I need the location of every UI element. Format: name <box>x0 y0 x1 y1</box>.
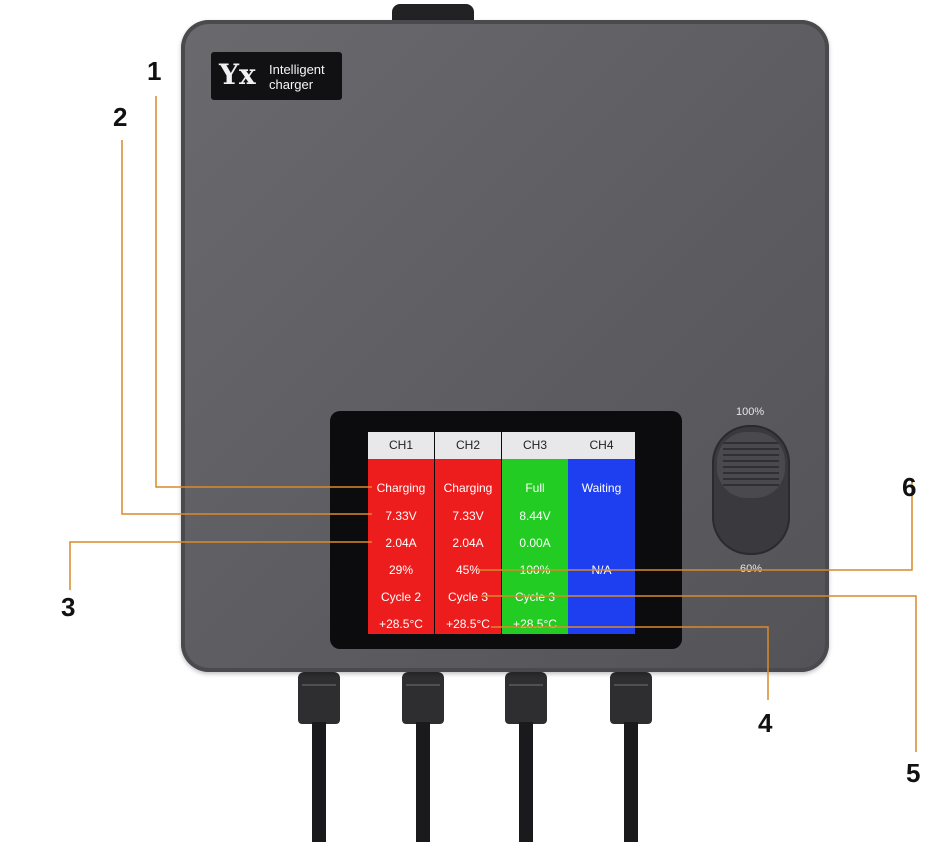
callout-line-4 <box>491 626 769 700</box>
channel-current: 2.04A <box>385 536 417 550</box>
channel-status: Charging <box>376 481 426 495</box>
logo-line-2: charger <box>269 77 314 92</box>
lcd-screen: CH1 Charging 7.33V 2.04A 29% Cycle 2 +28… <box>368 432 635 634</box>
channel-cycle: Cycle 3 <box>514 590 555 604</box>
slider-knob[interactable] <box>717 432 785 498</box>
brand-logo: Yx Intelligent charger <box>211 52 342 100</box>
channel-body: Charging 7.33V 2.04A 29% Cycle 2 +28.5°C <box>368 459 434 634</box>
channel-current: 0.00A <box>519 536 551 550</box>
callout-line-6 <box>477 480 913 571</box>
channel-voltage: 7.33V <box>385 509 417 523</box>
channel-column-1: CH1 Charging 7.33V 2.04A 29% Cycle 2 +28… <box>368 432 434 634</box>
callout-line-5 <box>481 595 917 752</box>
channel-body: Charging 7.33V 2.04A 45% Cycle 3 +28.5°C <box>435 459 501 634</box>
channel-voltage: 8.44V <box>519 509 551 523</box>
callout-line-3 <box>69 541 372 590</box>
channel-header: CH2 <box>435 432 501 459</box>
channel-percent: 45% <box>455 563 481 577</box>
channel-header: CH1 <box>368 432 434 459</box>
channel-column-2: CH2 Charging 7.33V 2.04A 45% Cycle 3 +28… <box>435 432 501 634</box>
channel-body: Waiting N/A <box>568 459 635 634</box>
callout-number-6: 6 <box>902 472 917 502</box>
logo-line-1: Intelligent <box>269 62 325 77</box>
callout-number-2: 2 <box>113 102 128 132</box>
channel-status: Charging <box>443 481 493 495</box>
callout-number-4: 4 <box>758 708 773 738</box>
cable-2 <box>402 672 444 842</box>
channel-current: 2.04A <box>452 536 484 550</box>
channel-temp: +28.5°C <box>379 617 423 631</box>
slider-top-label: 100% <box>736 406 765 418</box>
channel-voltage: 7.33V <box>452 509 484 523</box>
slider-bottom-label: 60% <box>740 563 763 575</box>
logo-text: Intelligent charger <box>269 62 325 92</box>
callout-number-5: 5 <box>906 758 921 788</box>
cable-4 <box>610 672 652 842</box>
channel-status: Full <box>525 481 545 495</box>
callout-number-3: 3 <box>61 592 76 622</box>
callout-line-1 <box>155 96 372 488</box>
channel-body: Full 8.44V 0.00A 100% Cycle 3 +28.5°C <box>502 459 568 634</box>
channel-column-4: CH4 Waiting N/A <box>568 432 635 634</box>
channel-header: CH3 <box>502 432 568 459</box>
channel-cycle: Cycle 2 <box>380 590 421 604</box>
channel-status: Waiting <box>581 481 622 495</box>
cable-1 <box>298 672 340 842</box>
channel-temp: +28.5°C <box>446 617 490 631</box>
channel-cycle: Cycle 3 <box>447 590 488 604</box>
channel-column-3: CH3 Full 8.44V 0.00A 100% Cycle 3 +28.5°… <box>502 432 568 634</box>
channel-header: CH4 <box>568 432 635 459</box>
callout-line-2 <box>121 140 372 515</box>
channel-percent: 29% <box>388 563 414 577</box>
callout-number-1: 1 <box>147 56 162 86</box>
logo-mark: Yx <box>219 58 256 91</box>
cable-3 <box>505 672 547 842</box>
